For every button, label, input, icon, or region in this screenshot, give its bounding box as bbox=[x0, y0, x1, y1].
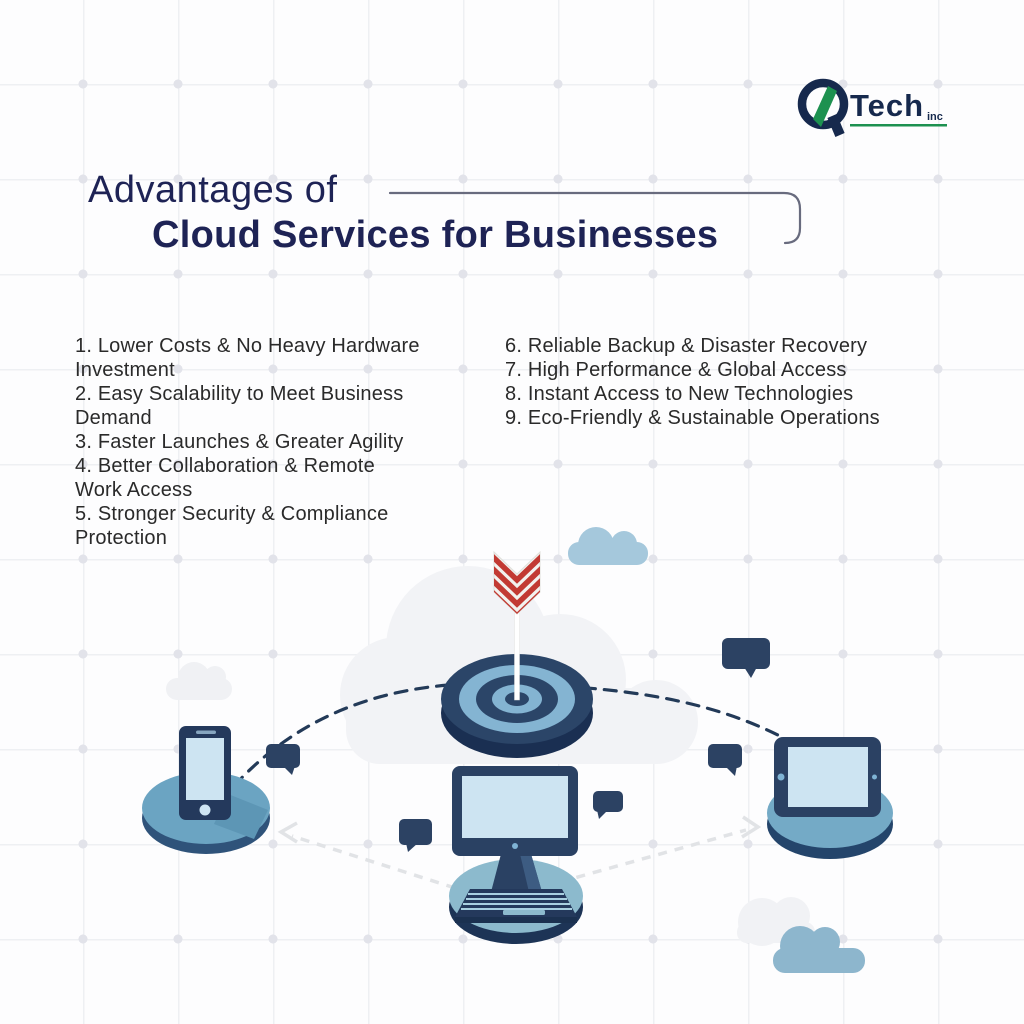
advantage-item-line: Protection bbox=[75, 527, 168, 549]
advantage-item-line: Demand bbox=[75, 407, 152, 429]
arrow-fletching-icon bbox=[493, 550, 541, 615]
advantage-item-line: 6. Reliable Backup & Disaster Recovery bbox=[505, 335, 868, 357]
target-with-arrow bbox=[441, 550, 593, 758]
logo-green-blade-icon bbox=[813, 86, 837, 127]
tablet-device bbox=[767, 737, 893, 859]
logo-underline bbox=[850, 124, 947, 127]
advantage-item-line: 7. High Performance & Global Access bbox=[505, 359, 847, 381]
smartphone-device bbox=[142, 726, 270, 854]
speech-bubble-icon bbox=[722, 638, 770, 678]
advantage-item-line: 3. Faster Launches & Greater Agility bbox=[75, 431, 404, 453]
advantage-item-line: 9. Eco-Friendly & Sustainable Operations bbox=[505, 407, 880, 429]
logo-name: Tech bbox=[850, 88, 924, 123]
tablet-camera-right bbox=[872, 774, 877, 780]
speech-bubble-icon bbox=[593, 791, 623, 819]
cloud-blue-top-icon bbox=[568, 527, 648, 565]
speech-bubbles bbox=[266, 638, 770, 852]
desktop-device bbox=[449, 766, 583, 944]
dashed-connection-arc bbox=[232, 681, 804, 788]
phone-speaker bbox=[196, 730, 216, 734]
title-line-1: Advantages of bbox=[88, 169, 338, 211]
speech-bubble-icon bbox=[708, 744, 742, 776]
speech-bubble-icon bbox=[266, 744, 300, 775]
cloud-blue-bottom-icon bbox=[773, 926, 865, 973]
advantage-item-line: 1. Lower Costs & No Heavy Hardware bbox=[75, 335, 420, 357]
keyboard-base bbox=[455, 917, 577, 923]
phone-screen bbox=[186, 738, 224, 800]
advantage-item-line: 2. Easy Scalability to Meet Business bbox=[75, 383, 404, 405]
phone-home-button bbox=[199, 804, 211, 816]
keyboard-spacebar bbox=[503, 910, 545, 915]
speech-bubble-icon bbox=[399, 819, 432, 852]
title-line-2: Cloud Services for Businesses bbox=[152, 214, 719, 256]
title-bracket-line bbox=[388, 191, 802, 245]
tablet-camera-left bbox=[777, 773, 785, 781]
advantage-item-line: 8. Instant Access to New Technologies bbox=[505, 383, 854, 405]
cloud-gray-left-icon bbox=[166, 662, 232, 700]
advantage-item-line: Investment bbox=[75, 359, 175, 381]
dashed-arrow-to-tablet bbox=[559, 815, 762, 884]
desktop-screen bbox=[462, 776, 568, 838]
advantage-item-line: Work Access bbox=[75, 479, 193, 501]
tablet-screen bbox=[788, 747, 868, 807]
logo-q-icon bbox=[797, 78, 849, 130]
qtech-logo: Tech inc bbox=[793, 74, 961, 147]
monitor-dot bbox=[512, 843, 518, 849]
logo-suffix: inc bbox=[927, 111, 943, 123]
dashed-arrow-to-phone bbox=[277, 821, 456, 890]
logo-q-tail bbox=[827, 114, 845, 137]
monitor-stand-highlight bbox=[520, 854, 542, 892]
arrow-shaft bbox=[514, 599, 520, 701]
qtech-logo-graphic: Tech inc bbox=[797, 78, 947, 137]
page-title: Advantages of Cloud Services for Busines… bbox=[88, 168, 718, 258]
advantage-item-line: 4. Better Collaboration & Remote bbox=[75, 455, 375, 477]
advantage-item-line: 5. Stronger Security & Compliance bbox=[75, 503, 389, 525]
